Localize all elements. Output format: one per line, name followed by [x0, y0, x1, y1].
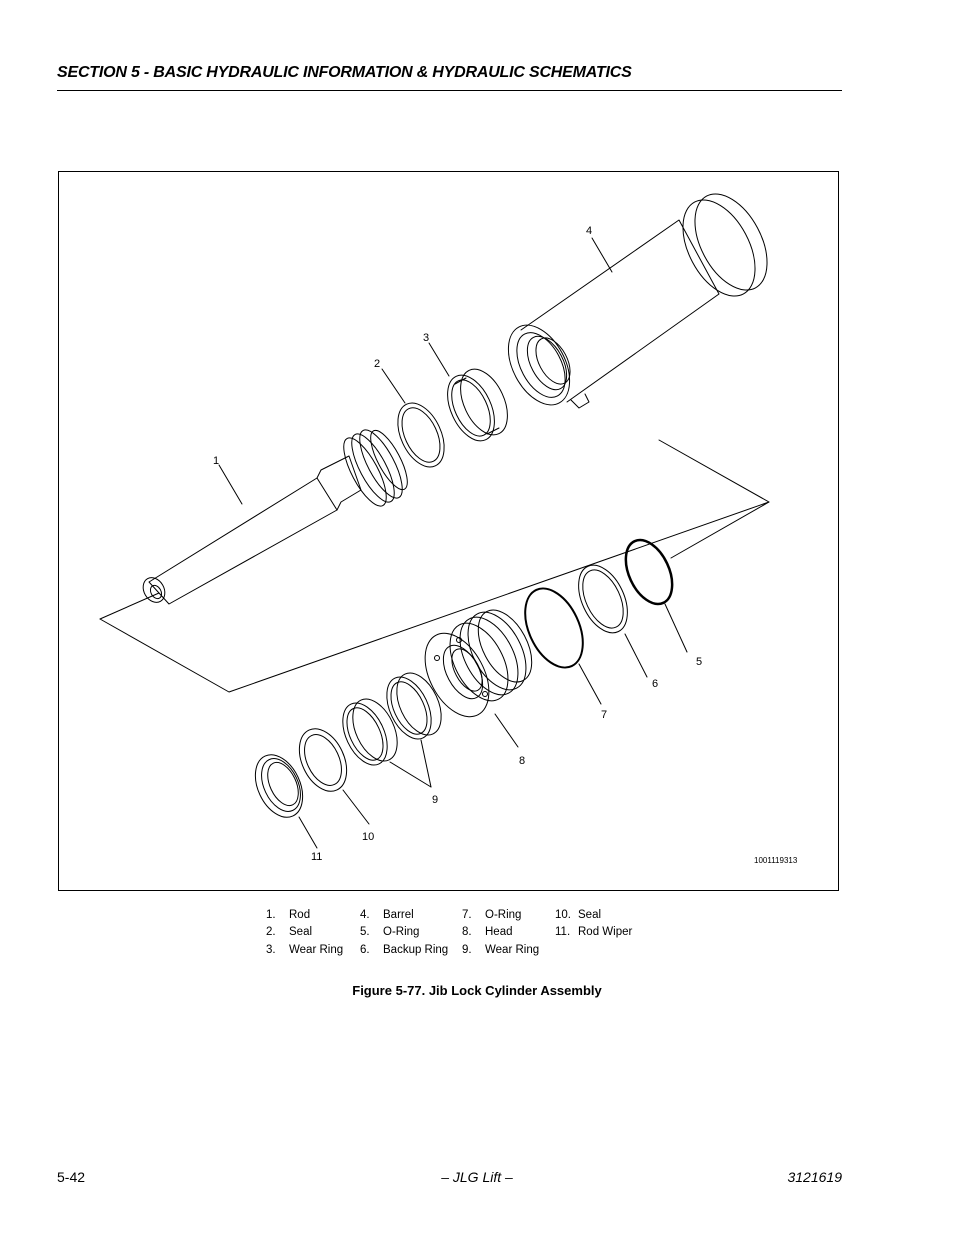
legend-number: 10.: [555, 909, 571, 921]
barrel-drawing: [507, 193, 768, 409]
callout-2: 2: [374, 358, 380, 370]
legend-label: Rod Wiper: [578, 926, 633, 938]
assembly-plane-outline: [99, 439, 770, 693]
legend-number: 1.: [266, 909, 276, 921]
legend-label: Wear Ring: [289, 944, 344, 956]
wear-ring-9-drawing: [342, 672, 442, 766]
figure-caption: Figure 5-77. Jib Lock Cylinder Assembly: [352, 983, 602, 998]
legend-number: 2.: [266, 926, 276, 938]
legend-number: 4.: [360, 909, 370, 921]
callout-4: 4: [586, 225, 592, 237]
leader-lines: [218, 237, 688, 849]
callout-6: 6: [652, 678, 658, 690]
footer-publisher: – JLG Lift –: [441, 1169, 513, 1185]
legend-label: O-Ring: [383, 926, 420, 938]
legend-number: 9.: [462, 944, 472, 956]
assembly-plane-left-edge: [99, 592, 160, 620]
legend-number: 7.: [462, 909, 472, 921]
legend-label: O-Ring: [485, 909, 522, 921]
legend-label: Barrel: [383, 909, 414, 921]
legend-number: 5.: [360, 926, 370, 938]
callout-5: 5: [696, 656, 702, 668]
callout-10: 10: [362, 831, 374, 843]
figure-frame: 1 2 3 4 5 6 7 8 9 10 11 1001119313: [58, 171, 839, 891]
callout-11: 11: [311, 851, 322, 863]
legend-label: Wear Ring: [485, 944, 540, 956]
drawing-id: 1001119313: [754, 856, 798, 865]
callout-8: 8: [519, 755, 525, 767]
rod-wiper-drawing: [254, 754, 304, 818]
seal-10-drawing: [298, 728, 348, 792]
legend-label: Rod: [289, 909, 311, 921]
head-drawing: [424, 609, 533, 718]
legend-number: 11.: [555, 926, 571, 938]
header-rule: [57, 90, 842, 91]
wear-ring-3-drawing: [447, 368, 508, 442]
backup-ring-6-drawing: [578, 564, 628, 634]
rod-drawing: [142, 429, 408, 605]
o-ring-7-drawing: [524, 587, 584, 669]
exploded-view-drawing: 1 2 3 4 5 6 7 8 9 10 11 1001119313: [99, 193, 798, 865]
callout-3: 3: [423, 332, 429, 344]
o-ring-5-drawing: [624, 538, 674, 606]
legend-label: Seal: [578, 909, 602, 921]
legend-number: 6.: [360, 944, 370, 956]
document-number: 3121619: [787, 1169, 842, 1185]
section-title: SECTION 5 - BASIC HYDRAULIC INFORMATION …: [57, 64, 632, 81]
callout-7: 7: [601, 709, 607, 721]
legend-label: Backup Ring: [383, 944, 449, 956]
callout-1: 1: [213, 455, 219, 467]
legend-number: 8.: [462, 926, 472, 938]
legend-label: Seal: [289, 926, 313, 938]
page-number: 5-42: [57, 1169, 86, 1185]
legend-label: Head: [485, 926, 513, 938]
legend-number: 3.: [266, 944, 276, 956]
seal-2-drawing: [397, 402, 445, 468]
assembly-plane-right-edge: [670, 501, 770, 559]
callout-9: 9: [432, 794, 438, 806]
